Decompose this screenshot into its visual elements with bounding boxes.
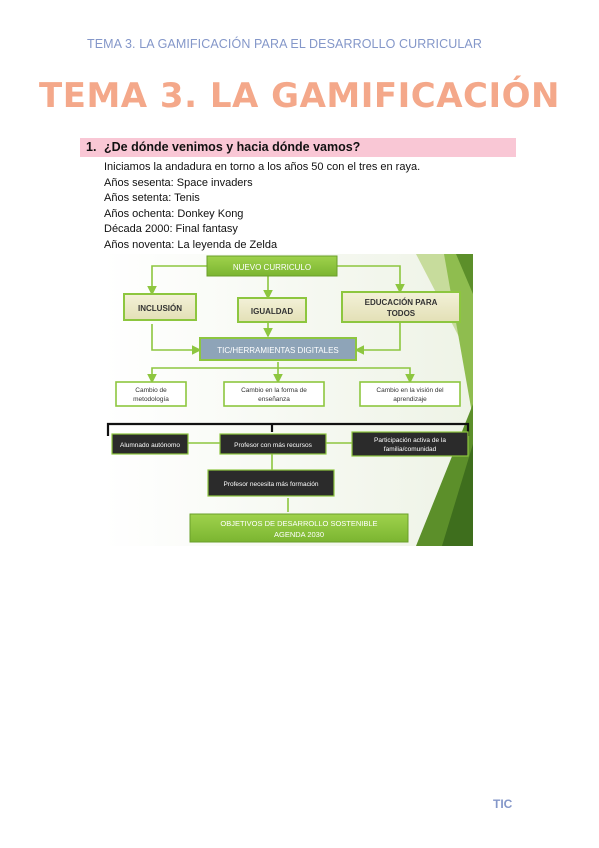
label-objetivos-1: OBJETIVOS DE DESARROLLO SOSTENIBLE [220,519,377,528]
deco-triangle [442,444,473,546]
box-alumnado-autonomo [111,433,189,455]
section-title: ¿De dónde venimos y hacia dónde vamos? [104,140,361,154]
label-tic-herramientas: TIC/HERRAMIENTAS DIGITALES [217,346,339,355]
box-tic-herramientas [199,337,357,361]
label-cambio-metodologia-2: metodología [133,396,169,403]
label-participacion-1: Participación activa de la [374,437,446,444]
label-inclusion: INCLUSIÓN [138,304,182,313]
text-line: Años ochenta: Donkey Kong [104,207,244,220]
label-igualdad: IGUALDAD [251,307,293,316]
page-footer: TIC [493,797,513,811]
box-igualdad [237,297,307,323]
box-cambio-aprendizaje [359,381,461,407]
label-cambio-ensenanza-2: enseñanza [258,396,290,403]
bracket [106,422,470,436]
text-line: Años noventa: La leyenda de Zelda [104,238,278,251]
label-profesor-formacion: Profesor necesita más formación [223,481,318,488]
box-educacion-para-todos [341,291,461,323]
box-profesor-recursos [219,433,327,455]
label-participacion-2: familia/comunidad [384,446,437,453]
label-cambio-ensenanza-1: Cambio en la forma de [241,387,307,394]
label-objetivos-2: AGENDA 2030 [274,530,324,539]
page-title: TEMA 3. LA GAMIFICACIÓN [39,76,560,116]
box-objetivos-ods [189,513,409,543]
label-educacion-line1: EDUCACIÓN PARA [365,298,438,307]
box-participacion-familia [351,431,469,457]
box-nuevo-curriculo [206,255,338,277]
text-line: Años setenta: Tenis [104,192,200,205]
box-inclusion [123,293,197,321]
label-educacion-line2: TODOS [387,309,416,318]
connectors-lower [188,442,352,512]
curriculum-diagram: NUEVO CURRICULO INCLUSIÓN IGUALDAD EDUCA… [104,254,473,546]
box-cambio-metodologia [115,381,187,407]
box-profesor-formacion [207,469,335,497]
body-text: Iniciamos la andadura en torno a los año… [104,160,420,254]
label-cambio-aprendizaje-2: aprendizaje [393,396,427,403]
label-alumnado-autonomo: Alumnado autónomo [120,442,180,449]
section-number: 1. [86,140,97,154]
label-nuevo-curriculo: NUEVO CURRICULO [233,263,311,272]
box-cambio-ensenanza [223,381,325,407]
text-line: Iniciamos la andadura en torno a los año… [104,161,421,173]
label-cambio-metodologia-1: Cambio de [135,387,167,394]
connectors [147,265,415,384]
section-highlight [80,138,516,157]
deco-triangle [456,254,473,294]
text-line: Década 2000: Final fantasy [104,223,238,236]
page-header: TEMA 3. LA GAMIFICACIÓN PARA EL DESARROL… [87,37,482,51]
label-profesor-recursos: Profesor con más recursos [234,442,312,449]
text-line: Años sesenta: Space invaders [104,176,253,189]
label-cambio-aprendizaje-1: Cambio en la visión del [376,387,444,394]
